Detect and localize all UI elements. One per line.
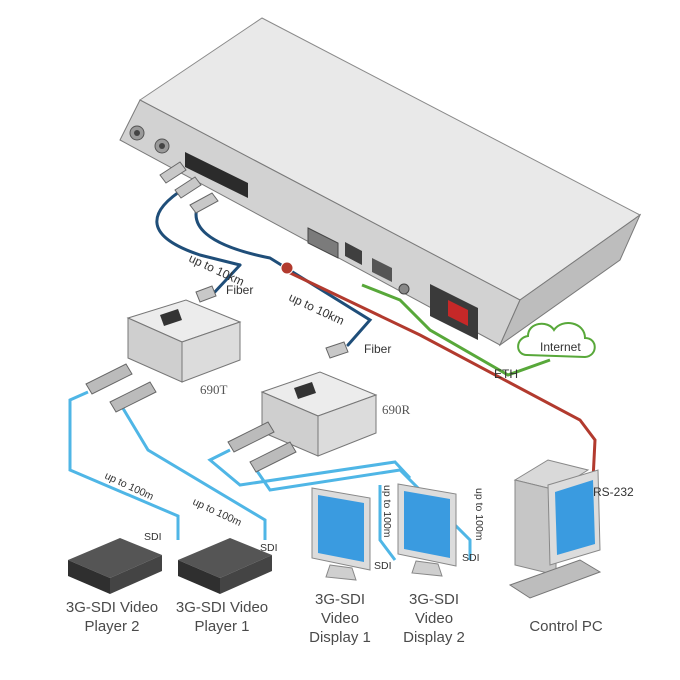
display1-caption-line2: Video	[321, 610, 359, 627]
main-rack-unit	[119, 17, 642, 347]
sdi-label-1: SDI	[144, 531, 162, 543]
player2-caption-line1: 3G-SDI Video	[66, 599, 158, 616]
rs232-cable	[283, 268, 597, 501]
unit-690r	[260, 371, 378, 457]
display2-caption-line2: Video	[415, 610, 453, 627]
display1-caption-line1: 3G-SDI	[315, 591, 365, 608]
rs232-label: RS-232	[593, 485, 634, 499]
internet-cloud	[517, 322, 596, 359]
sdi-label-3: SDI	[374, 560, 392, 572]
eth-label: ETH	[494, 367, 518, 381]
player1-caption-line1: 3G-SDI Video	[176, 599, 268, 616]
video-display-2	[397, 483, 457, 577]
fiber-label-top: Fiber	[226, 283, 253, 297]
video-display-1	[311, 487, 371, 581]
unit-690r-label: 690R	[382, 402, 411, 417]
sdi-cables-tx	[68, 363, 267, 540]
fiber-cables	[155, 161, 373, 359]
control-pc	[508, 459, 602, 599]
display2-caption-line1: 3G-SDI	[409, 591, 459, 608]
unit-690t-label: 690T	[200, 382, 228, 397]
display1-caption-line3: Display 1	[309, 629, 371, 646]
internet-label: Internet	[540, 340, 581, 354]
unit-690t	[126, 299, 242, 383]
player2-caption-line2: Player 2	[84, 618, 139, 635]
player1-caption-line2: Player 1	[194, 618, 249, 635]
sdi-label-2: SDI	[260, 542, 278, 554]
video-player-2	[68, 538, 162, 594]
eth-cable	[361, 283, 551, 377]
sdi-cables-rx	[207, 421, 472, 561]
video-player-1	[178, 538, 272, 594]
sdi-label-4: SDI	[462, 552, 480, 564]
display2-caption-line3: Display 2	[403, 629, 465, 646]
sdi-range-label-3: up to 100m	[381, 485, 393, 538]
control-pc-caption: Control PC	[529, 618, 603, 635]
sdi-range-label-4: up to 100m	[473, 488, 485, 541]
fiber-label-bottom: Fiber	[364, 342, 391, 356]
